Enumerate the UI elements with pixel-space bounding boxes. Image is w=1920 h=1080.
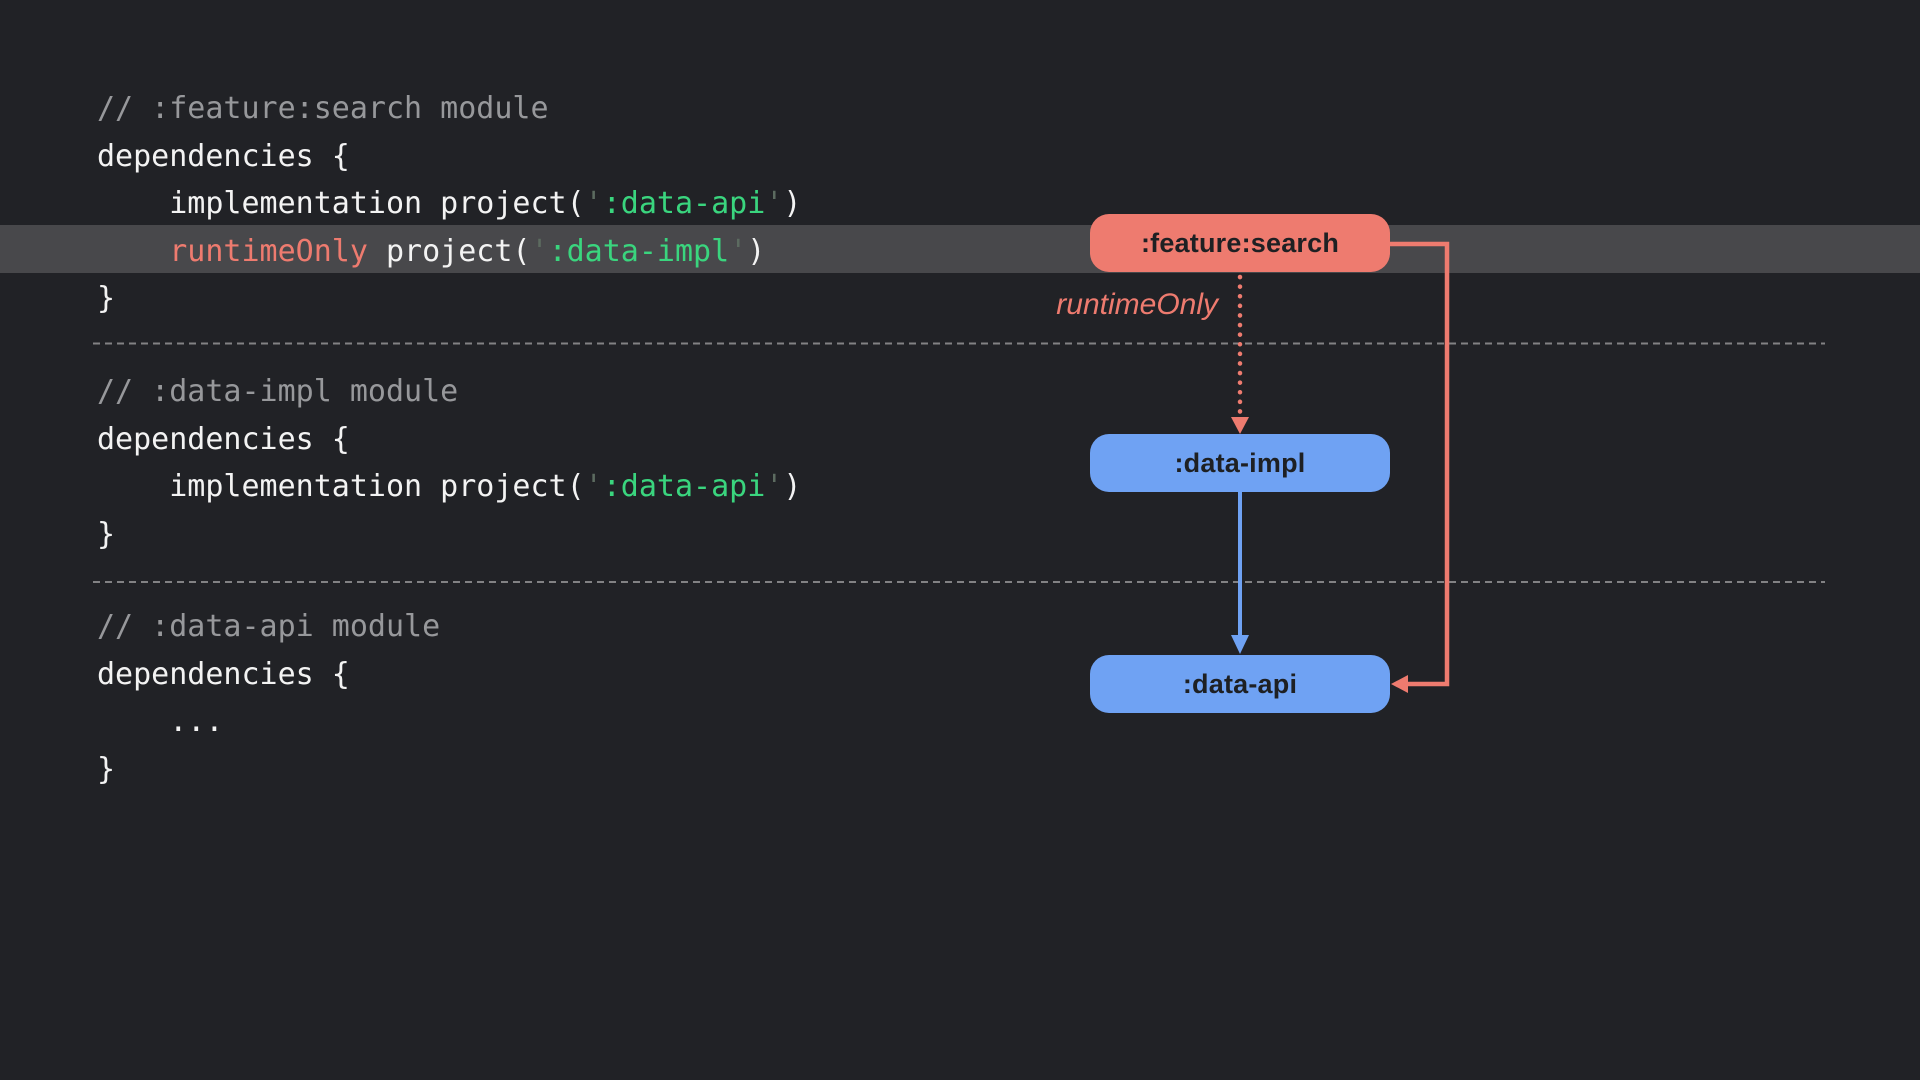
code-line: implementation project(':data-api') xyxy=(97,463,801,511)
code-token-keyword: runtimeOnly xyxy=(169,233,368,269)
code-token-plain xyxy=(97,234,169,269)
code-token-plain: dependencies { xyxy=(97,138,350,174)
code-line: } xyxy=(97,746,440,794)
code-token-plain: implementation project( xyxy=(97,469,585,504)
code-token-plain: ) xyxy=(783,186,802,221)
code-token-quote: ' xyxy=(729,233,748,269)
code-token-quote: ' xyxy=(765,469,784,504)
node-feature-search: :feature:search xyxy=(1090,214,1390,272)
code-token-comment: // :data-api module xyxy=(97,609,441,644)
code-line: implementation project(':data-api') xyxy=(97,180,801,228)
code-token-string: :data-api xyxy=(602,469,766,504)
code-line: runtimeOnly project(':data-impl') xyxy=(97,228,801,276)
code-token-quote: ' xyxy=(530,233,549,269)
code-line: } xyxy=(97,511,801,559)
code-token-plain: } xyxy=(97,516,116,552)
code-token-plain: ) xyxy=(783,469,802,504)
code-token-string: :data-impl xyxy=(548,233,730,269)
code-block-data-api: // :data-api module dependencies { ...} xyxy=(97,603,440,793)
code-line: } xyxy=(97,275,801,323)
code-token-plain: project( xyxy=(367,233,531,269)
code-line: // :feature:search module xyxy=(97,85,801,133)
node-data-impl: :data-impl xyxy=(1090,434,1390,492)
code-line: dependencies { xyxy=(97,133,801,181)
code-token-quote: ' xyxy=(584,469,603,504)
code-token-plain: implementation project( xyxy=(97,186,585,221)
edge-label-runtime-only: runtimeOnly xyxy=(1056,288,1218,321)
code-token-plain: } xyxy=(97,751,116,787)
code-block-data-impl: // :data-impl module dependencies { imple… xyxy=(97,368,801,558)
node-feature-search-label: :feature:search xyxy=(1140,227,1340,258)
code-line: ... xyxy=(97,698,440,746)
code-token-plain: ... xyxy=(97,704,224,739)
code-line: dependencies { xyxy=(97,651,440,699)
feature-to-api-arrowhead-icon xyxy=(1391,675,1408,693)
code-line: dependencies { xyxy=(97,416,801,464)
node-data-api: :data-api xyxy=(1090,655,1390,713)
code-token-string: :data-api xyxy=(602,186,766,221)
code-token-quote: ' xyxy=(584,186,603,221)
code-token-plain: dependencies { xyxy=(97,421,350,457)
node-data-api-label: :data-api xyxy=(1182,668,1298,699)
runtime-only-arrowhead-icon xyxy=(1231,417,1249,434)
code-token-plain: } xyxy=(97,281,116,316)
code-token-plain: dependencies { xyxy=(97,656,350,692)
node-data-impl-label: :data-impl xyxy=(1174,447,1306,478)
code-token-quote: ' xyxy=(765,186,784,221)
code-token-comment: // :feature:search module xyxy=(97,91,549,126)
code-line: // :data-api module xyxy=(97,603,440,651)
code-token-comment: // :data-impl module xyxy=(97,374,459,409)
code-line: // :data-impl module xyxy=(97,368,801,416)
code-token-plain: ) xyxy=(747,233,766,269)
highlighted-code-row-background xyxy=(0,225,1920,273)
feature-to-api-edge xyxy=(1390,241,1450,687)
impl-to-api-arrowhead-icon xyxy=(1231,635,1249,654)
